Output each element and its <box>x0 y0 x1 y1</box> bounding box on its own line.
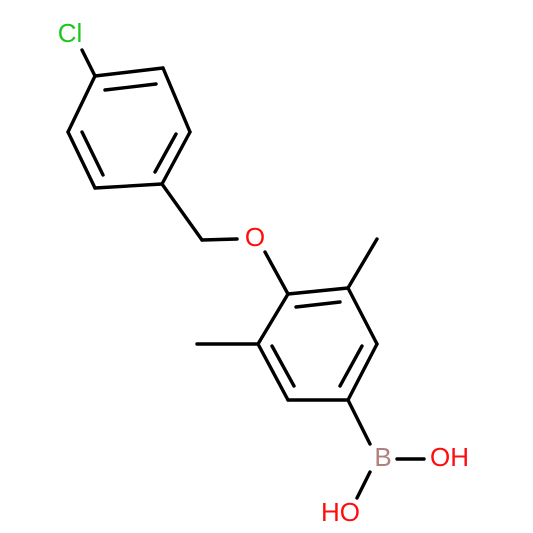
double-bond-inner <box>270 344 296 388</box>
bond <box>93 66 165 78</box>
chlorine-atom-label: Cl <box>58 18 83 48</box>
methyl-bond-top <box>346 237 379 290</box>
bond <box>286 286 350 296</box>
bond <box>66 74 97 134</box>
bond-ch2-o <box>200 237 239 242</box>
chlorophenyl-ring <box>66 66 192 190</box>
bond <box>93 182 164 190</box>
hydroxyl-label-right: OH <box>430 442 469 472</box>
bond-ring-b <box>346 398 372 446</box>
bond <box>256 292 290 346</box>
bond-c-cl <box>80 48 97 78</box>
double-bond-inner <box>153 132 178 174</box>
bond <box>346 286 379 346</box>
ether-oxygen-atom-label: O <box>245 222 265 252</box>
double-bond-inner <box>80 130 105 177</box>
boron-atom-label: B <box>374 442 391 472</box>
bond <box>161 66 192 134</box>
bond <box>256 342 290 402</box>
double-bond-inner <box>103 82 158 92</box>
hydroxyl-label-bottom: HO <box>321 497 360 527</box>
bond <box>160 130 192 186</box>
dimethylphenyl-ring <box>256 286 379 402</box>
bond <box>66 130 97 190</box>
bond-b-ho <box>355 470 372 500</box>
bond <box>346 342 379 402</box>
double-bond-inner <box>338 344 364 388</box>
double-bond-inner <box>294 300 342 309</box>
bond-ring-ch2 <box>160 182 204 242</box>
bond-o-ring <box>263 250 290 296</box>
